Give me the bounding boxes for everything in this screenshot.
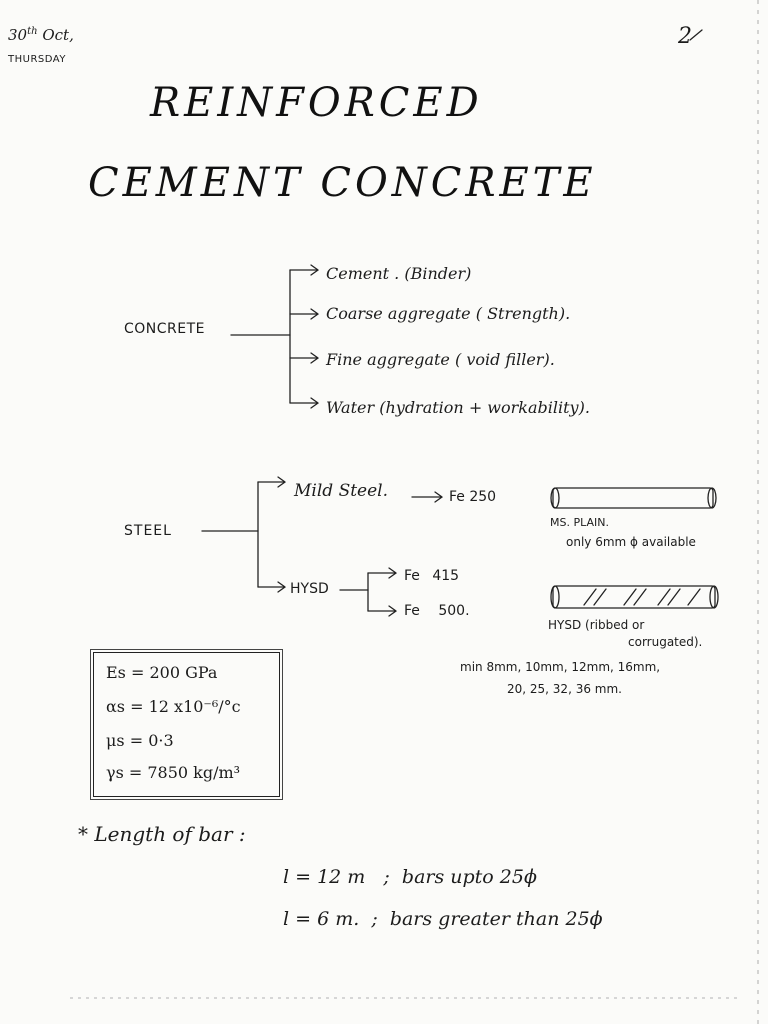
bar-sizes-line-2: 20, 25, 32, 36 mm. [507, 682, 622, 696]
arrow-water [289, 397, 320, 409]
bar-sizes-line-1: min 8mm, 10mm, 12mm, 16mm, [460, 660, 661, 674]
hysd-grade-415: Fe 415 [404, 568, 460, 584]
arrow-fe415 [367, 567, 398, 579]
date-day: 30 [8, 26, 28, 44]
steel-label: STEEL [124, 523, 172, 539]
poisson-ratio: μs = 0·3 [106, 731, 174, 750]
page-number-tick [689, 29, 703, 41]
date-month: Oct, [42, 26, 74, 44]
date-suffix: th [27, 26, 38, 37]
weekday: THURSDAY [8, 54, 66, 65]
arrow-cement [289, 264, 320, 276]
ms-availability-note: only 6mm ϕ available [566, 535, 696, 549]
steel-properties-box: Es = 200 GPa αs = 12 x10⁻⁶/°c μs = 0·3 γ… [93, 652, 280, 797]
arrow-mild-to-fe250 [411, 491, 444, 503]
concrete-item-coarse: Coarse aggregate ( Strength). [326, 304, 571, 323]
title-line-1: REINFORCED [150, 80, 483, 126]
length-rule-1: l = 12 m ; bars upto 25ϕ [283, 866, 537, 888]
plain-bar-sketch [550, 487, 717, 509]
arrow-coarse [289, 308, 320, 320]
page-number: 2 [678, 24, 692, 49]
length-rule-2: l = 6 m. ; bars greater than 25ϕ [283, 908, 603, 930]
length-heading: * Length of bar : [78, 822, 246, 846]
hysd-note-1: HYSD (ribbed or [548, 618, 645, 632]
hysd-note-2: corrugated). [628, 635, 703, 649]
concrete-item-water: Water (hydration + workability). [326, 398, 590, 417]
concrete-item-fine: Fine aggregate ( void filler). [326, 350, 555, 369]
modulus-of-elasticity: Es = 200 GPa [106, 663, 218, 682]
date: 30th Oct, [8, 26, 74, 44]
arrow-fine [289, 352, 320, 364]
concrete-item-cement: Cement . (Binder) [326, 264, 472, 283]
hysd-label: HYSD [290, 581, 329, 597]
ms-plain-note: MS. PLAIN. [550, 516, 609, 529]
concrete-label: CONCRETE [124, 321, 206, 337]
unit-weight: γs = 7850 kg/m³ [106, 763, 241, 782]
mild-steel-grade: Fe 250 [449, 489, 497, 505]
arrow-mild-steel [257, 476, 287, 488]
title-line-2: CEMENT CONCRETE [88, 160, 597, 206]
hysd-grade-500: Fe 500. [404, 603, 470, 619]
ribbed-bar-sketch [550, 585, 719, 609]
thermal-coefficient: αs = 12 x10⁻⁶/°c [106, 697, 241, 716]
mild-steel-label: Mild Steel. [294, 481, 389, 501]
arrow-hysd [257, 581, 287, 593]
arrow-fe500 [367, 605, 398, 617]
